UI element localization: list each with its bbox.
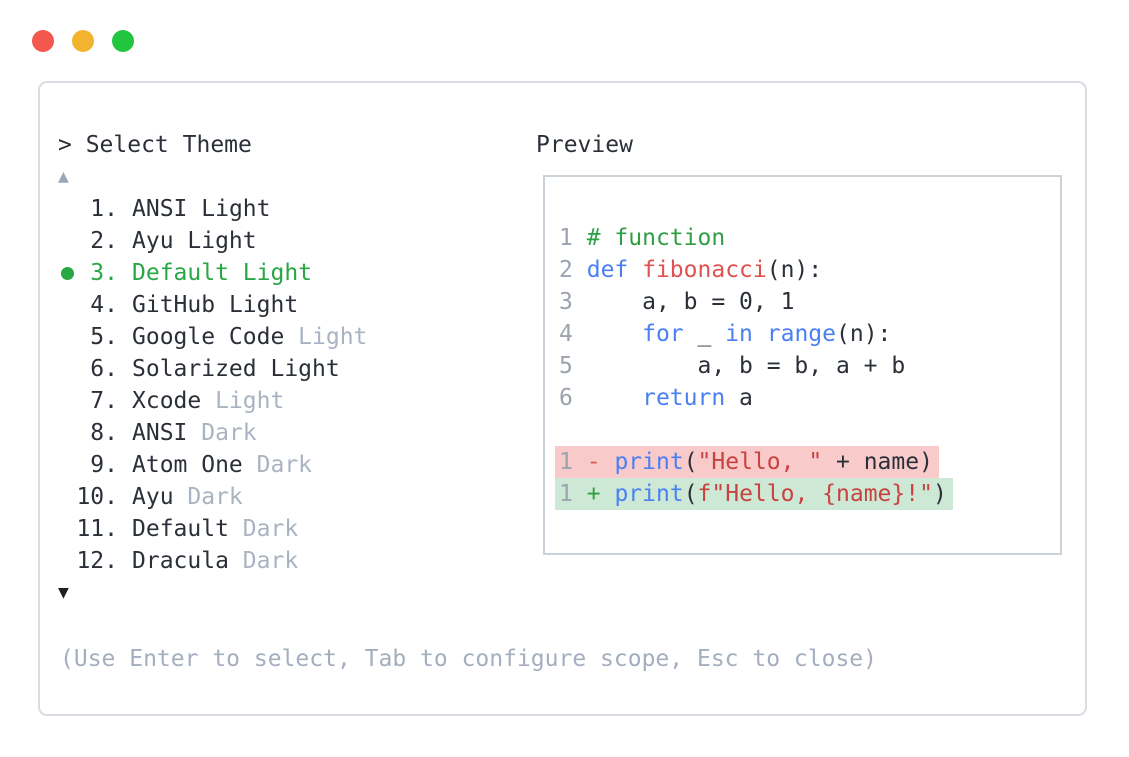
code-line: 1 # function [559,225,726,251]
code-line: 4 for _ in range(n): [559,321,892,347]
theme-item-number: 2. [90,228,118,254]
theme-item-number: 9. [90,452,118,478]
theme-list-item[interactable]: 4. GitHub Light [58,289,536,321]
theme-item-number: 8. [90,420,118,446]
gutter [58,289,76,321]
theme-item-variant: Dark [256,452,313,478]
preview-title: Preview [536,132,633,158]
minimize-button[interactable] [72,30,94,52]
theme-item-number: 7. [90,388,118,414]
theme-list-item[interactable]: 7. Xcode Light [58,385,536,417]
theme-item-number: 11. [76,516,118,542]
theme-list-item[interactable]: 5. Google Code Light [58,321,536,353]
gutter [58,193,76,225]
gutter [58,321,76,353]
theme-item-label: Ayu Dark [132,484,243,510]
theme-item-variant: Light [215,388,285,414]
diff-line-added: 1 + print(f"Hello, {name}!") [555,478,1060,510]
code-blank-line [559,414,1060,446]
gutter [58,449,76,481]
footer-hint: (Use Enter to select, Tab to configure s… [60,646,877,672]
theme-list-item[interactable]: 2. Ayu Light [58,225,536,257]
selected-dot-icon [60,266,74,280]
theme-item-variant: Dark [242,548,299,574]
code-line: 6 return a [559,385,753,411]
diff-highlight-added: 1 + print(f"Hello, {name}!") [555,478,953,510]
theme-item-label: GitHub Light [132,292,299,318]
theme-item-label: Google Code Light [132,324,368,350]
theme-list-item[interactable]: 10. Ayu Dark [58,481,536,513]
theme-list: 1. ANSI Light 2. Ayu Light 3. Default Light 4.… [58,193,536,577]
gutter [58,417,76,449]
maximize-button[interactable] [112,30,134,52]
theme-list-item[interactable]: 6. Solarized Light [58,353,536,385]
theme-item-label: ANSI Light [132,196,271,222]
theme-item-number: 4. [90,292,118,318]
gutter [58,481,76,513]
theme-item-number: 6. [90,356,118,382]
theme-item-label: Ayu Light [132,228,257,254]
theme-list-item[interactable]: 3. Default Light [58,257,536,289]
gutter [58,385,76,417]
selected-indicator [58,257,76,289]
theme-item-number: 1. [90,196,118,222]
theme-list-item[interactable]: 1. ANSI Light [58,193,536,225]
theme-item-label: Xcode Light [132,388,285,414]
theme-list-item[interactable]: 9. Atom One Dark [58,449,536,481]
code-line: 3 a, b = 0, 1 [559,289,795,315]
preview-section: Preview 1 # function 2 def fibonacci(n): 3… [536,129,1085,609]
theme-item-label: Default Dark [132,516,299,542]
theme-item-variant: Dark [187,484,243,510]
theme-item-variant: Light [228,292,299,318]
theme-list-item[interactable]: 11. Default Dark [58,513,536,545]
theme-item-label: Default Light [132,260,313,286]
code-line: 5 a, b = b, a + b [559,353,906,379]
theme-picker-panel: > Select Theme ▲ 1. ANSI Light 2. Ayu Light… [38,81,1087,716]
code-line: 2 def fibonacci(n): [559,257,823,283]
theme-list-item[interactable]: 12. Dracula Dark [58,545,536,577]
preview-code-box: 1 # function 2 def fibonacci(n): 3 a, b = … [543,175,1062,555]
theme-item-number: 5. [90,324,118,350]
theme-item-variant: Light [201,196,271,222]
theme-item-number: 3. [90,260,118,286]
theme-item-variant: Light [242,260,313,286]
gutter [58,513,76,545]
theme-item-number: 10. [76,484,118,510]
picker-columns: > Select Theme ▲ 1. ANSI Light 2. Ayu Light… [40,83,1085,609]
theme-item-variant: Dark [201,420,257,446]
gutter [58,225,76,257]
theme-list-section: > Select Theme ▲ 1. ANSI Light 2. Ayu Light… [58,129,536,609]
code-area: 1 # function 2 def fibonacci(n): 3 a, b = … [555,222,1060,510]
scroll-up-indicator[interactable]: ▲ [58,166,69,187]
diff-highlight-removed: 1 - print("Hello, " + name) [555,446,939,478]
theme-item-label: Atom One Dark [132,452,313,478]
theme-item-variant: Light [270,356,340,382]
gutter [58,545,76,577]
theme-list-item[interactable]: 8. ANSI Dark [58,417,536,449]
prompt-text: > Select Theme [58,132,252,158]
theme-item-label: Solarized Light [132,356,340,382]
diff-line-removed: 1 - print("Hello, " + name) [555,446,1060,478]
theme-item-variant: Dark [242,516,299,542]
theme-item-label: Dracula Dark [132,548,299,574]
gutter [58,353,76,385]
theme-item-label: ANSI Dark [132,420,257,446]
window-controls [32,30,134,52]
theme-item-variant: Light [187,228,257,254]
theme-item-variant: Light [298,324,368,350]
theme-item-number: 12. [76,548,118,574]
scroll-down-indicator[interactable]: ▼ [58,582,69,603]
close-button[interactable] [32,30,54,52]
